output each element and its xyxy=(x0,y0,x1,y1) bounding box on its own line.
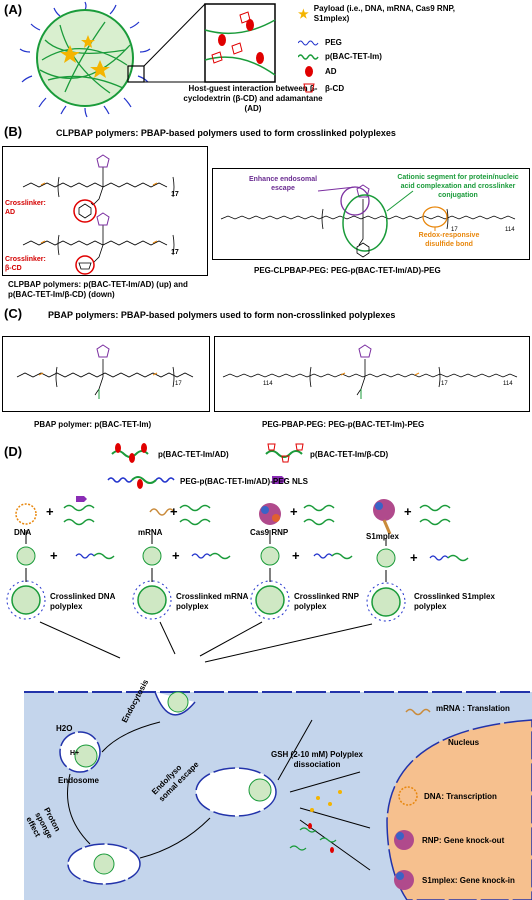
subscript-17-bottom: 17 xyxy=(171,249,179,256)
panel-c-left-caption: PBAP polymer: p(BAC-TET-Im) xyxy=(34,420,152,429)
panel-b-title: CLPBAP polymers: PBAP-based polymers use… xyxy=(56,128,396,138)
annotation-cationic-segment: Cationic segment for protein/nucleic aci… xyxy=(397,174,519,199)
panel-c-left-box: 17 xyxy=(2,336,210,412)
panel-b-right-caption: PEG-CLPBAP-PEG: PEG-p(BAC-TET-Im/AD)-PEG xyxy=(254,266,441,275)
peg-clpbap-peg-structure xyxy=(220,184,516,258)
crosslinker-cd-label: Crosslinker: β-CD xyxy=(5,256,46,272)
panel-a-label: (A) xyxy=(4,2,23,17)
payload-rnp: Cas9 RNP xyxy=(250,528,289,537)
subscript-114-right: 114 xyxy=(505,227,515,233)
legend-cd: β-CD xyxy=(298,82,344,94)
panel-b-left-caption: CLPBAP polymers: p(BAC-TET-Im/AD) (up) a… xyxy=(8,280,188,299)
legend-peg: PEG xyxy=(298,38,342,47)
formulation-scheme xyxy=(6,496,469,663)
payload-s1mplex: S1mplex xyxy=(366,532,399,541)
panel-c-right-caption: PEG-PBAP-PEG: PEG-p(BAC-TET-Im)-PEG xyxy=(262,420,425,429)
legend-d-cd-polymer: p(BAC-TET-Im/β-CD) xyxy=(310,450,389,459)
outcome-mrna: mRNA : Translation xyxy=(436,704,510,713)
panel-a-nanoparticle-illustration xyxy=(19,1,276,118)
subscript-114-c-left: 114 xyxy=(263,381,273,387)
plus-sign-5: + xyxy=(50,548,58,563)
h2o-label: H2O xyxy=(56,724,73,733)
cd-cup-icon xyxy=(303,83,315,93)
hplus-label: H+ xyxy=(70,750,80,757)
outcome-dna: DNA: Transcription xyxy=(424,792,497,801)
panel-c-label: (C) xyxy=(4,306,23,321)
legend-ad: AD xyxy=(298,66,337,77)
annotation-redox-disulfide: Redox-responsive disulfide bond xyxy=(418,232,480,248)
panel-b-right-box: Enhance endosomal escape Cationic segmen… xyxy=(212,168,530,260)
panel-b-left-box: 17 17 Crosslinker: AD Crosslinker: β-CD xyxy=(2,146,208,276)
outcome-rnp: RNP: Gene knock-out xyxy=(422,836,505,845)
plus-sign-1: + xyxy=(46,504,54,519)
panel-d-label: (D) xyxy=(4,444,23,459)
payload-dna: DNA xyxy=(14,528,32,537)
peg-wave-icon xyxy=(298,40,319,45)
plus-sign-3: + xyxy=(290,504,298,519)
product-rnp: Crosslinked RNP polyplex xyxy=(294,592,359,611)
nucleus-label: Nucleus xyxy=(448,738,480,747)
red-oval-icon xyxy=(305,66,313,77)
subscript-17-c-left: 17 xyxy=(175,381,182,387)
panel-d-legend-icons xyxy=(107,443,304,489)
cell-illustration xyxy=(24,691,532,900)
product-s1mplex: Crosslinked S1mplex polyplex xyxy=(414,592,495,611)
peg-pbap-peg-structure xyxy=(222,344,518,399)
product-mrna: Crosslinked mRNA polyplex xyxy=(176,592,249,611)
plus-sign-7: + xyxy=(292,548,300,563)
legend-d-nls: NLS xyxy=(292,477,308,486)
pbap-structure xyxy=(16,344,194,399)
legend-d-peg-polymer: PEG-p(BAC-TET-Im/AD)-PEG xyxy=(180,477,290,486)
crosslinker-ad-label: Crosslinker: AD xyxy=(5,200,46,216)
plus-sign-4: + xyxy=(404,504,412,519)
plus-sign-8: + xyxy=(410,550,418,565)
product-dna: Crosslinked DNA polyplex xyxy=(50,592,116,611)
green-wave-icon xyxy=(298,53,319,60)
panel-c-right-box: 114 17 114 xyxy=(214,336,530,412)
endosome-label: Endosome xyxy=(58,776,99,785)
panel-a-caption: Host-guest interaction between β-cyclode… xyxy=(183,84,323,113)
plus-sign-2: + xyxy=(170,504,178,519)
outcome-s1mplex: S1mplex: Gene knock-in xyxy=(422,876,515,885)
clpbap-structures xyxy=(22,154,175,275)
subscript-114-c-right: 114 xyxy=(503,381,513,387)
subscript-17-top: 17 xyxy=(171,191,179,198)
panel-c-title: PBAP polymers: PBAP-based polymers used … xyxy=(48,310,396,320)
legend-polymer: p(BAC-TET-Im) xyxy=(298,52,382,61)
payload-mrna: mRNA xyxy=(138,528,163,537)
subscript-17-c-right: 17 xyxy=(441,381,448,387)
legend-d-ad-polymer: p(BAC-TET-Im/AD) xyxy=(158,450,229,459)
plus-sign-6: + xyxy=(172,548,180,563)
subscript-17-right: 17 xyxy=(451,227,458,233)
panel-b-label: (B) xyxy=(4,124,23,139)
star-icon: ★ xyxy=(298,7,309,21)
annotation-endosomal-escape: Enhance endosomal escape xyxy=(248,176,318,192)
gsh-label: GSH (2-10 mM) Polyplex dissociation xyxy=(270,750,364,769)
legend-payload: ★ Payload (i.e., DNA, mRNA, Cas9 RNP, S1… xyxy=(298,4,455,23)
